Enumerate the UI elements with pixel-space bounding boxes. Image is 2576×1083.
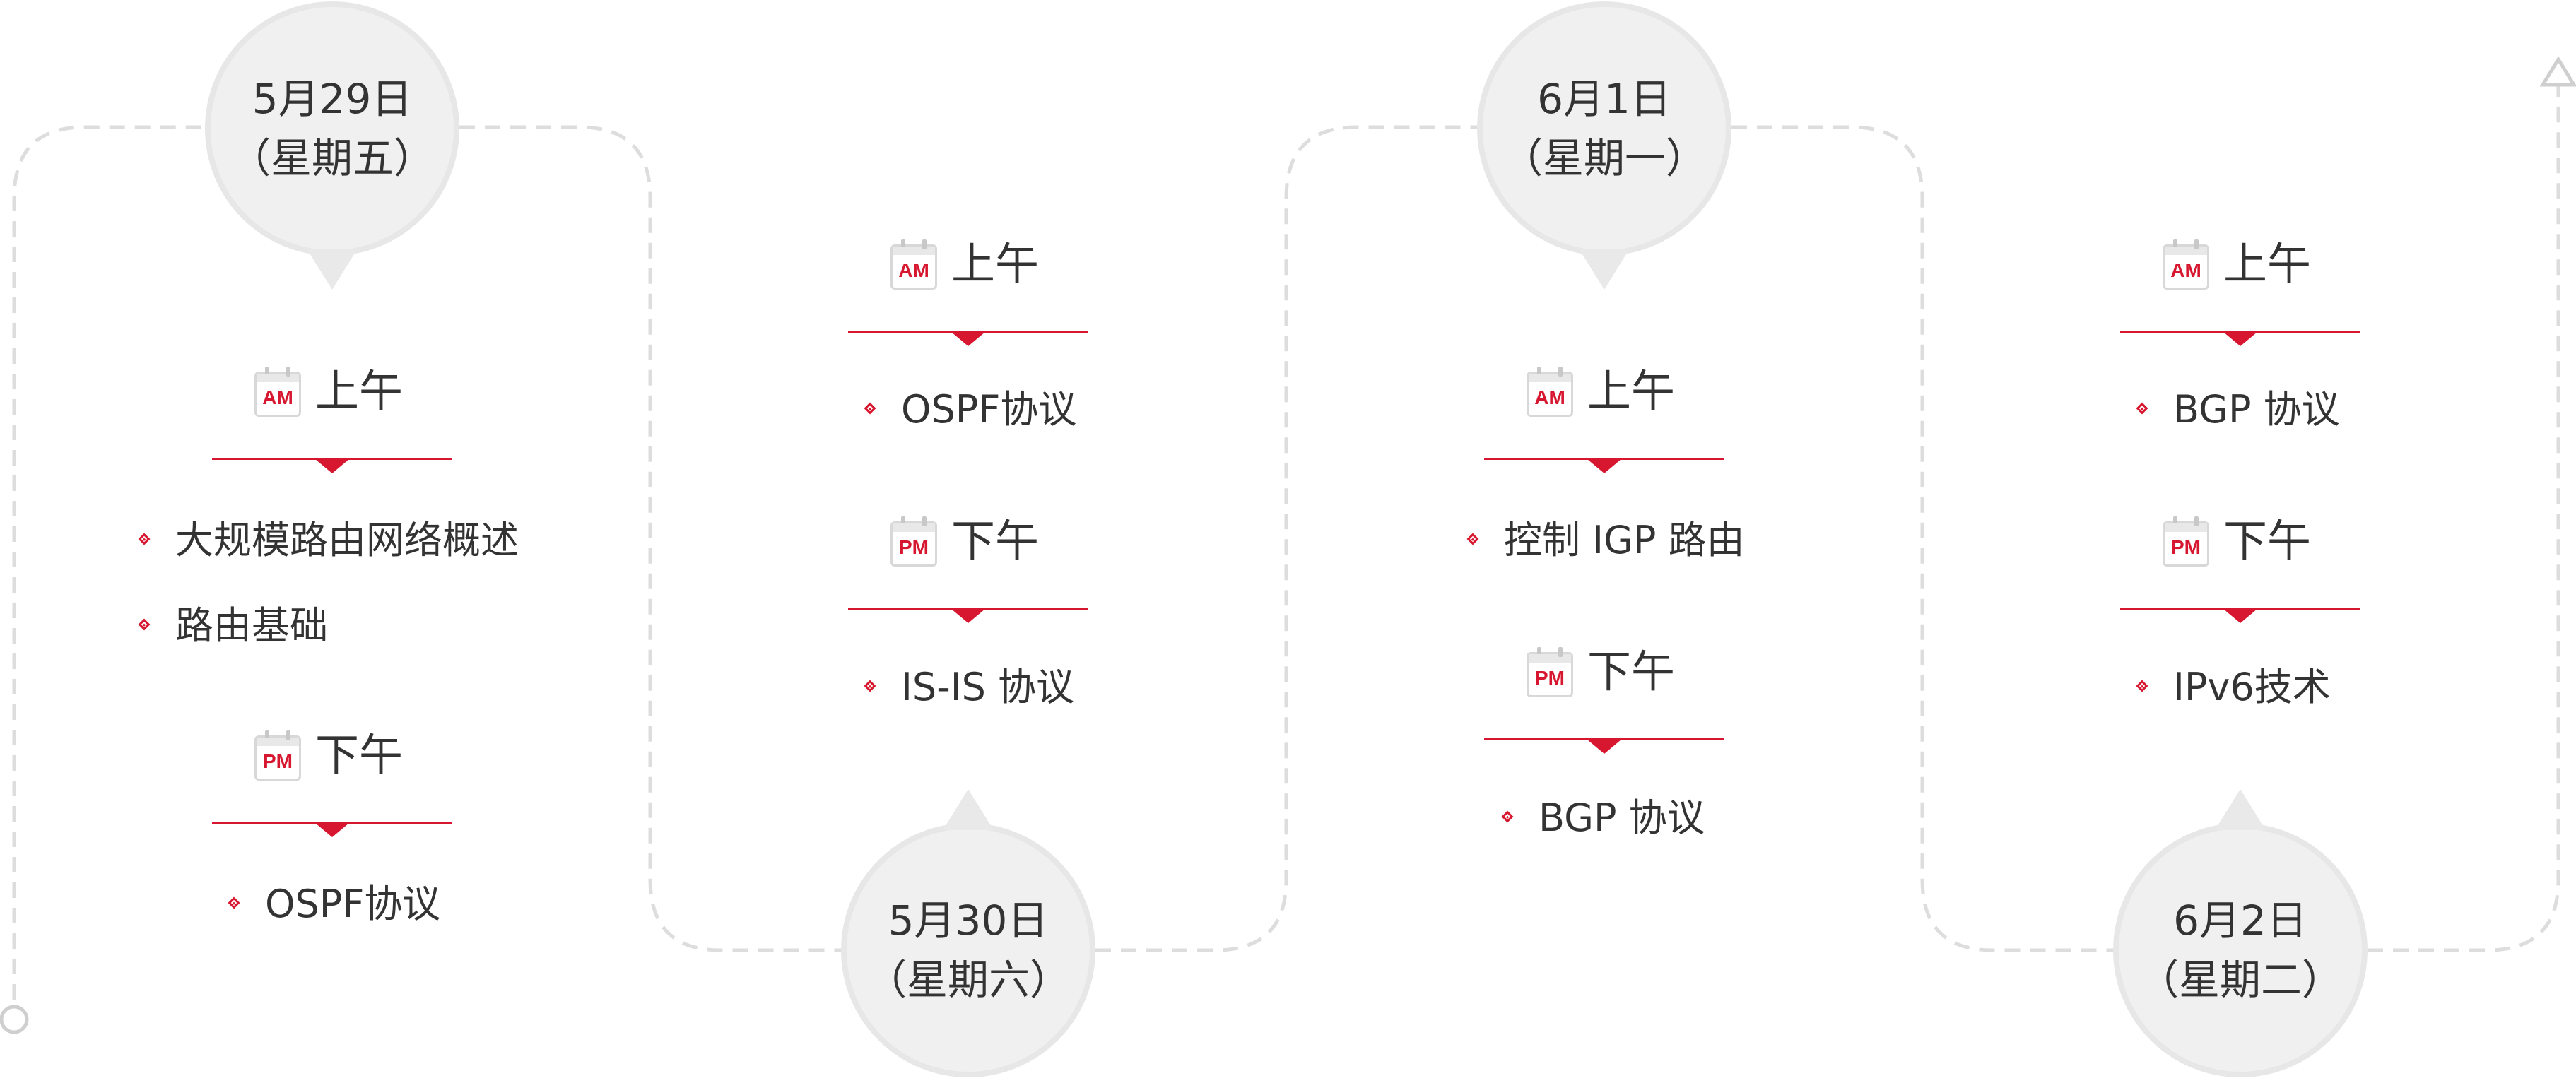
session-divider bbox=[1484, 738, 1724, 740]
date-label: 5月30日 （星期六） bbox=[841, 891, 1095, 1010]
topic-text: OSPF协议 bbox=[265, 882, 441, 926]
topic-text: 路由基础 bbox=[175, 603, 328, 648]
topic-text: IPv6技术 bbox=[2173, 665, 2331, 709]
calendar-pm-icon: PM bbox=[1527, 647, 1573, 697]
date-bubble-day-3: 6月1日 （星期一） bbox=[1477, 1, 1731, 290]
calendar-pm-icon: PM bbox=[254, 730, 301, 781]
date-bubble-disc bbox=[1477, 1, 1731, 256]
topic-text: OSPF协议 bbox=[901, 387, 1077, 432]
bubble-pointer-down bbox=[1579, 249, 1630, 290]
session-title: 下午 bbox=[1587, 646, 1676, 697]
calendar-am-icon: AM bbox=[2163, 239, 2209, 290]
session-title: 下午 bbox=[2223, 515, 2312, 567]
topic-text: BGP 协议 bbox=[1539, 795, 1705, 840]
session-title: 下午 bbox=[315, 729, 404, 781]
session-divider bbox=[2120, 331, 2360, 333]
date-label: 6月1日 （星期一） bbox=[1477, 69, 1731, 188]
topic-text: 大规模路由网络概述 bbox=[175, 518, 519, 562]
triangle-arrow-end-icon bbox=[2539, 56, 2576, 87]
calendar-pm-icon: PM bbox=[2163, 516, 2209, 567]
session-title: 上午 bbox=[951, 238, 1040, 290]
date-bubble-disc bbox=[205, 1, 459, 256]
date-label: 6月2日 （星期二） bbox=[2113, 891, 2368, 1010]
session-title: 上午 bbox=[2223, 238, 2312, 290]
session-pm-day-3: PM 下午 bbox=[1484, 646, 1724, 754]
session-am-day-3: AM 上午 bbox=[1484, 365, 1724, 473]
weekday-text: （星期二） bbox=[2137, 956, 2343, 1004]
weekday-text: （星期六） bbox=[865, 956, 1071, 1004]
session-am-day-1: AM 上午 bbox=[212, 365, 452, 473]
divider-pointer bbox=[951, 332, 985, 346]
topic-text: IS-IS 协议 bbox=[901, 665, 1075, 709]
calendar-pm-icon: PM bbox=[890, 516, 937, 567]
session-divider bbox=[212, 822, 452, 824]
session-divider bbox=[212, 458, 452, 460]
bubble-pointer-up bbox=[943, 789, 994, 830]
date-label: 5月29日 （星期五） bbox=[205, 69, 459, 188]
divider-pointer bbox=[951, 609, 985, 623]
date-bubble-disc bbox=[841, 823, 1095, 1077]
session-title: 上午 bbox=[315, 365, 404, 417]
divider-pointer bbox=[2223, 609, 2257, 623]
date-text: 5月29日 bbox=[252, 75, 413, 123]
session-title: 上午 bbox=[1587, 365, 1676, 417]
session-divider bbox=[1484, 458, 1724, 460]
weekday-text: （星期一） bbox=[1501, 134, 1707, 182]
calendar-am-icon: AM bbox=[890, 239, 937, 290]
date-bubble-day-4: 6月2日 （星期二） bbox=[2113, 789, 2368, 1077]
session-divider bbox=[2120, 608, 2360, 610]
topic-text: 控制 IGP 路由 bbox=[1504, 518, 1745, 562]
session-title: 下午 bbox=[951, 515, 1040, 567]
divider-pointer bbox=[315, 459, 349, 473]
session-divider bbox=[848, 608, 1088, 610]
session-am-day-4: AM 上午 bbox=[2120, 238, 2360, 346]
weekday-text: （星期五） bbox=[229, 134, 435, 182]
session-pm-day-2: PM 下午 bbox=[848, 515, 1088, 623]
session-pm-day-4: PM 下午 bbox=[2120, 515, 2360, 623]
bubble-pointer-up bbox=[2215, 789, 2266, 830]
calendar-am-icon: AM bbox=[254, 367, 301, 417]
session-pm-day-1: PM 下午 bbox=[212, 729, 452, 837]
date-bubble-day-1: 5月29日 （星期五） bbox=[205, 1, 459, 290]
session-am-day-2: AM 上午 bbox=[848, 238, 1088, 346]
date-text: 6月1日 bbox=[1537, 75, 1671, 123]
date-text: 6月2日 bbox=[2173, 896, 2307, 945]
topic-text: BGP 协议 bbox=[2173, 387, 2340, 432]
circle-start-icon bbox=[0, 1005, 29, 1034]
calendar-am-icon: AM bbox=[1527, 367, 1573, 417]
divider-pointer bbox=[1587, 740, 1621, 754]
session-divider bbox=[848, 331, 1088, 333]
divider-pointer bbox=[315, 823, 349, 837]
date-bubble-day-2: 5月30日 （星期六） bbox=[841, 789, 1095, 1077]
date-bubble-disc bbox=[2113, 823, 2368, 1077]
date-text: 5月30日 bbox=[888, 896, 1049, 945]
divider-pointer bbox=[1587, 459, 1621, 473]
divider-pointer bbox=[2223, 332, 2257, 346]
bubble-pointer-down bbox=[307, 249, 358, 290]
